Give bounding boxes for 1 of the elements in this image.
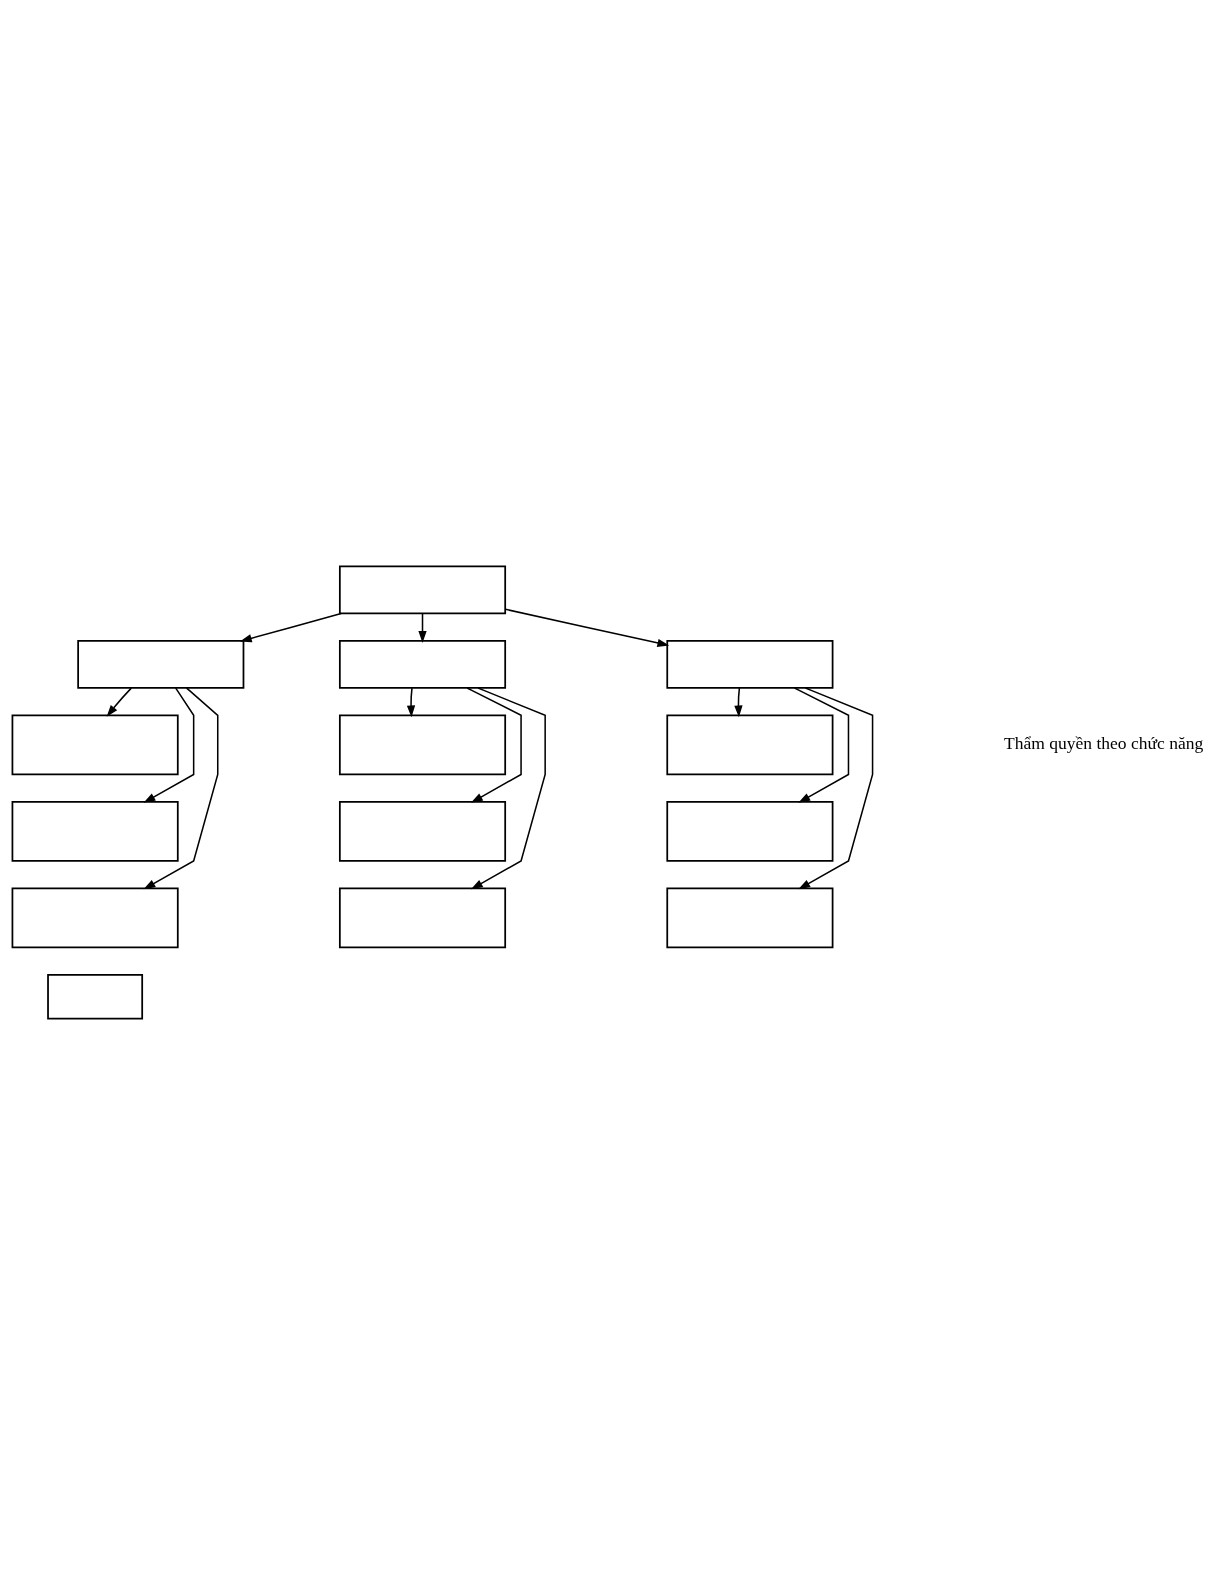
label: Thẩm quyền theo chức năng [1004, 733, 1204, 754]
